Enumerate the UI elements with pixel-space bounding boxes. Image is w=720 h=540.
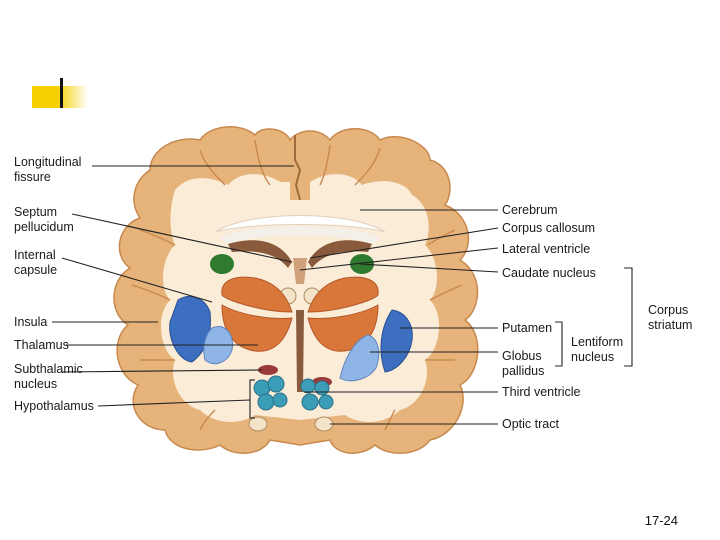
label-insula: Insula xyxy=(14,315,47,329)
left-labels: Longitudinal fissure Septum pellucidum I… xyxy=(14,155,94,413)
label-septum-pellucidum-1: Septum xyxy=(14,205,57,219)
brain-illustration xyxy=(114,127,478,453)
label-globus-pallidus-1: Globus xyxy=(502,349,542,363)
label-corpus-striatum-1: Corpus xyxy=(648,303,688,317)
label-corpus-striatum-2: striatum xyxy=(648,318,692,332)
label-internal-capsule-1: Internal xyxy=(14,248,56,262)
label-lentiform-2: nucleus xyxy=(571,350,614,364)
label-hypothalamus: Hypothalamus xyxy=(14,399,94,413)
label-corpus-callosum: Corpus callosum xyxy=(502,221,595,235)
page-number: 17-24 xyxy=(645,513,678,528)
label-subthalamic-1: Subthalamic xyxy=(14,362,83,376)
label-optic-tract: Optic tract xyxy=(502,417,559,431)
label-longitudinal-fissure-1: Longitudinal xyxy=(14,155,81,169)
label-globus-pallidus-2: pallidus xyxy=(502,364,544,378)
bracket-corpus-striatum xyxy=(624,268,632,366)
optic-tract-left xyxy=(249,417,267,431)
bracket-lentiform xyxy=(555,322,562,366)
label-subthalamic-2: nucleus xyxy=(14,377,57,391)
label-longitudinal-fissure-2: fissure xyxy=(14,170,51,184)
label-putamen: Putamen xyxy=(502,321,552,335)
label-septum-pellucidum-2: pellucidum xyxy=(14,220,74,234)
label-lateral-ventricle: Lateral ventricle xyxy=(502,242,590,256)
label-cerebrum: Cerebrum xyxy=(502,203,558,217)
caudate-nucleus-left xyxy=(210,254,234,274)
third-ventricle xyxy=(296,310,304,392)
label-lentiform-1: Lentiform xyxy=(571,335,623,349)
label-thalamus: Thalamus xyxy=(14,338,69,352)
label-internal-capsule-2: capsule xyxy=(14,263,57,277)
right-labels: Cerebrum Corpus callosum Lateral ventric… xyxy=(502,203,692,431)
label-caudate-nucleus: Caudate nucleus xyxy=(502,266,596,280)
label-third-ventricle: Third ventricle xyxy=(502,385,581,399)
